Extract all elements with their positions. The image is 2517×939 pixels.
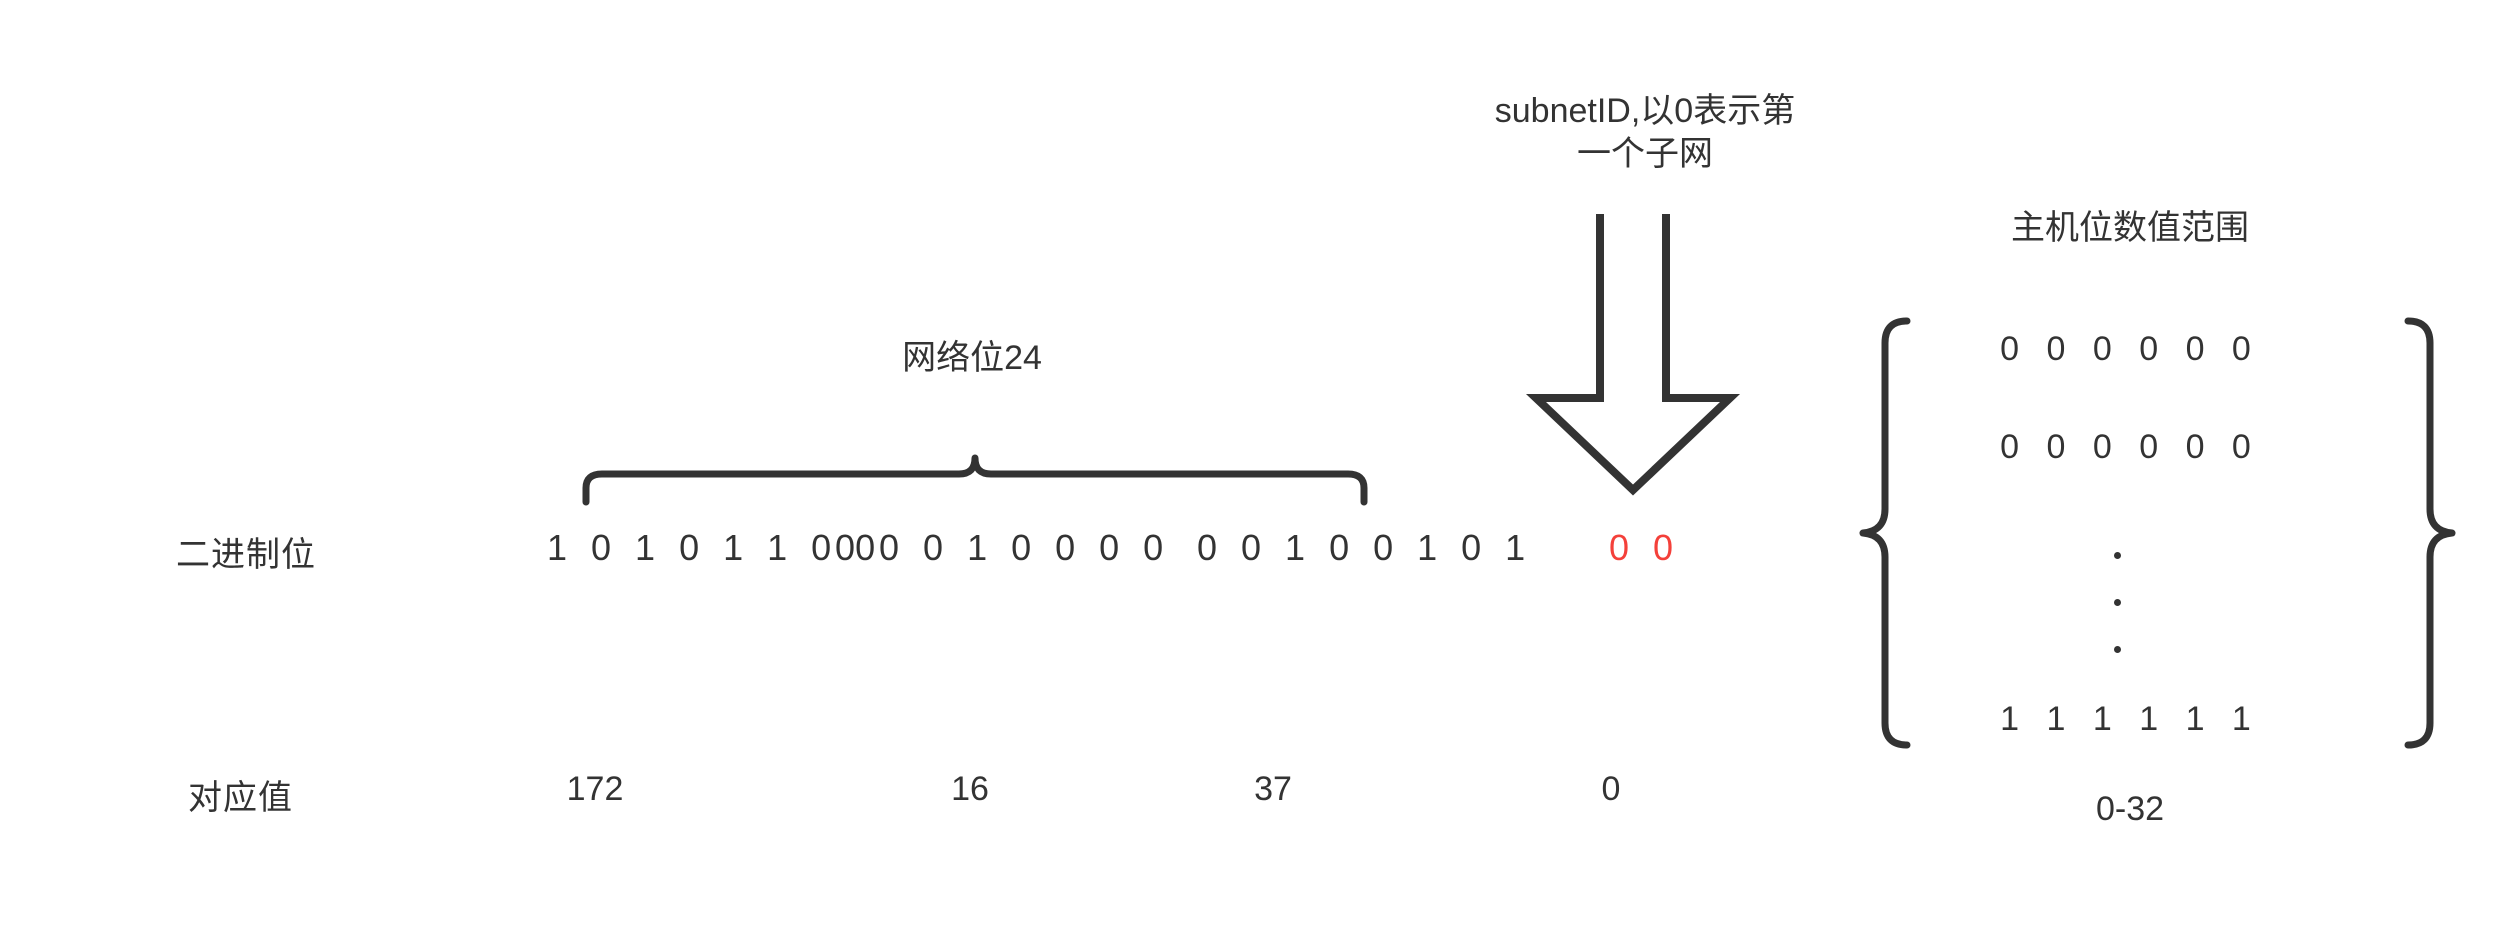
host-bits-left-brace	[1845, 315, 1915, 755]
subnet-id-caption: subnetID,以0表示第 一个子网	[1425, 90, 1865, 175]
subnet-decimal: 0	[1601, 770, 1621, 808]
octet-1-bits: 1 0 1 0 1 1 0 0	[547, 527, 883, 568]
host-range-caption: 主机位数值范围	[2011, 209, 2249, 247]
subnet-id-caption-line1: subnetID,以0表示第	[1494, 92, 1796, 130]
host-bits-right-brace	[2400, 315, 2470, 755]
host-bits-row-second: 0 0 0 0 0 0	[2000, 428, 2260, 466]
octet-1-decimal: 172	[566, 770, 624, 808]
octet-2-bits: 0 0 0 1 0 0 0 0	[835, 527, 1171, 568]
ellipsis-dot	[2114, 552, 2121, 559]
octet-2-decimal: 16	[951, 770, 989, 808]
host-bits-ellipsis	[2114, 552, 2126, 657]
down-arrow-icon	[1525, 190, 1770, 496]
decimal-row-label: 对应值	[188, 779, 293, 817]
host-bits-row-first: 0 0 0 0 0 0	[2000, 330, 2260, 368]
octet-3-decimal: 37	[1254, 770, 1292, 808]
ellipsis-dot	[2114, 599, 2121, 606]
host-bits-row-last: 1 1 1 1 1 1	[2000, 700, 2260, 738]
octet-3-bits: 0 0 1 0 0 1 0 1	[1197, 527, 1533, 568]
network-bits-caption: 网络位24	[902, 339, 1042, 377]
binary-row-label: 二进制位	[176, 536, 316, 574]
host-range-value: 0-32	[2095, 790, 2165, 828]
subnet-bits: 0 0	[1609, 527, 1681, 568]
subnet-id-caption-line2: 一个子网	[1577, 134, 1713, 173]
network-bits-brace	[580, 438, 1370, 508]
ellipsis-dot	[2114, 646, 2121, 653]
